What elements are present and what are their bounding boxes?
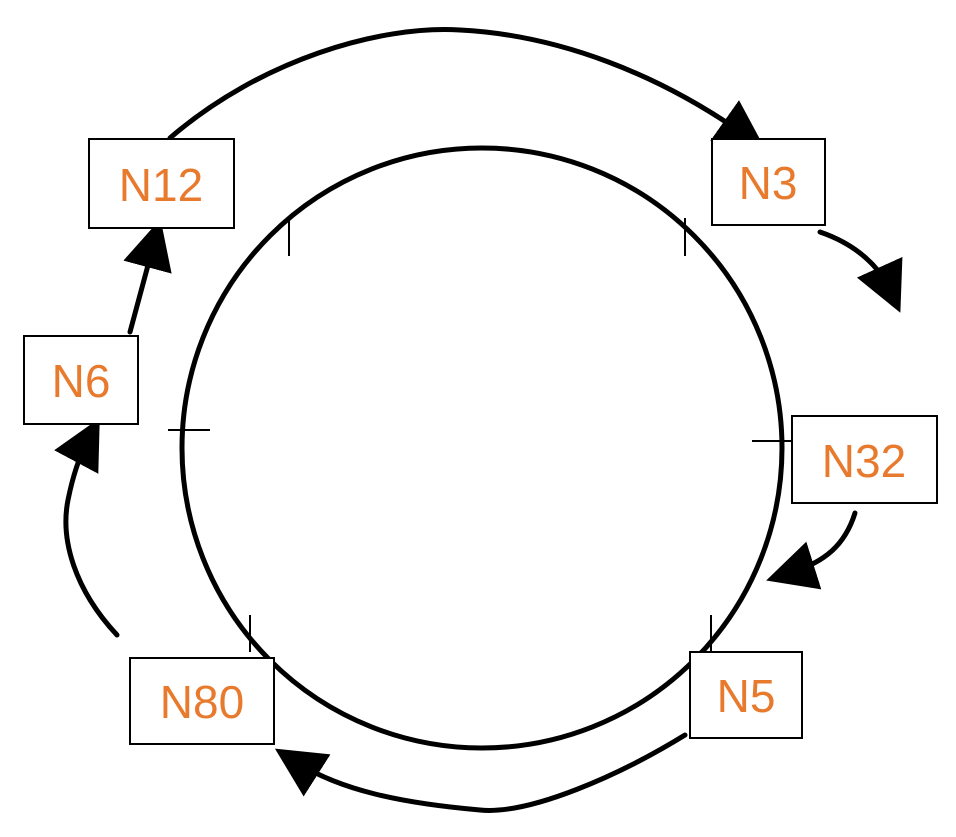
node-n32-label: N32 — [822, 435, 906, 487]
node-n6: N6 — [23, 335, 139, 425]
node-n32: N32 — [791, 415, 938, 504]
node-n80-label: N80 — [160, 676, 244, 728]
node-n12: N12 — [88, 138, 235, 229]
node-n3-box — [711, 138, 826, 226]
arrow-n6-to-n12 — [123, 218, 172, 335]
node-n32-box — [791, 415, 938, 504]
node-n5-box — [689, 651, 803, 739]
arrow-n3-to-n32 — [817, 229, 903, 313]
node-n3: N3 — [711, 138, 826, 226]
node-n5-label: N5 — [717, 670, 776, 722]
node-n12-box — [88, 138, 235, 229]
ring-circle — [179, 145, 785, 751]
node-n6-label: N6 — [52, 355, 111, 407]
arrow-n80-to-n6 — [54, 417, 120, 638]
arrow-n32-to-n5 — [766, 510, 858, 590]
node-n12-label: N12 — [119, 159, 203, 211]
node-n80-box — [129, 657, 275, 745]
arrow-n5-to-n80 — [274, 732, 688, 813]
arrow-n12-to-n3 — [167, 27, 766, 150]
node-n5: N5 — [689, 651, 803, 739]
node-n3-label: N3 — [739, 157, 798, 209]
node-n80: N80 — [129, 657, 275, 745]
node-n6-box — [23, 335, 139, 425]
